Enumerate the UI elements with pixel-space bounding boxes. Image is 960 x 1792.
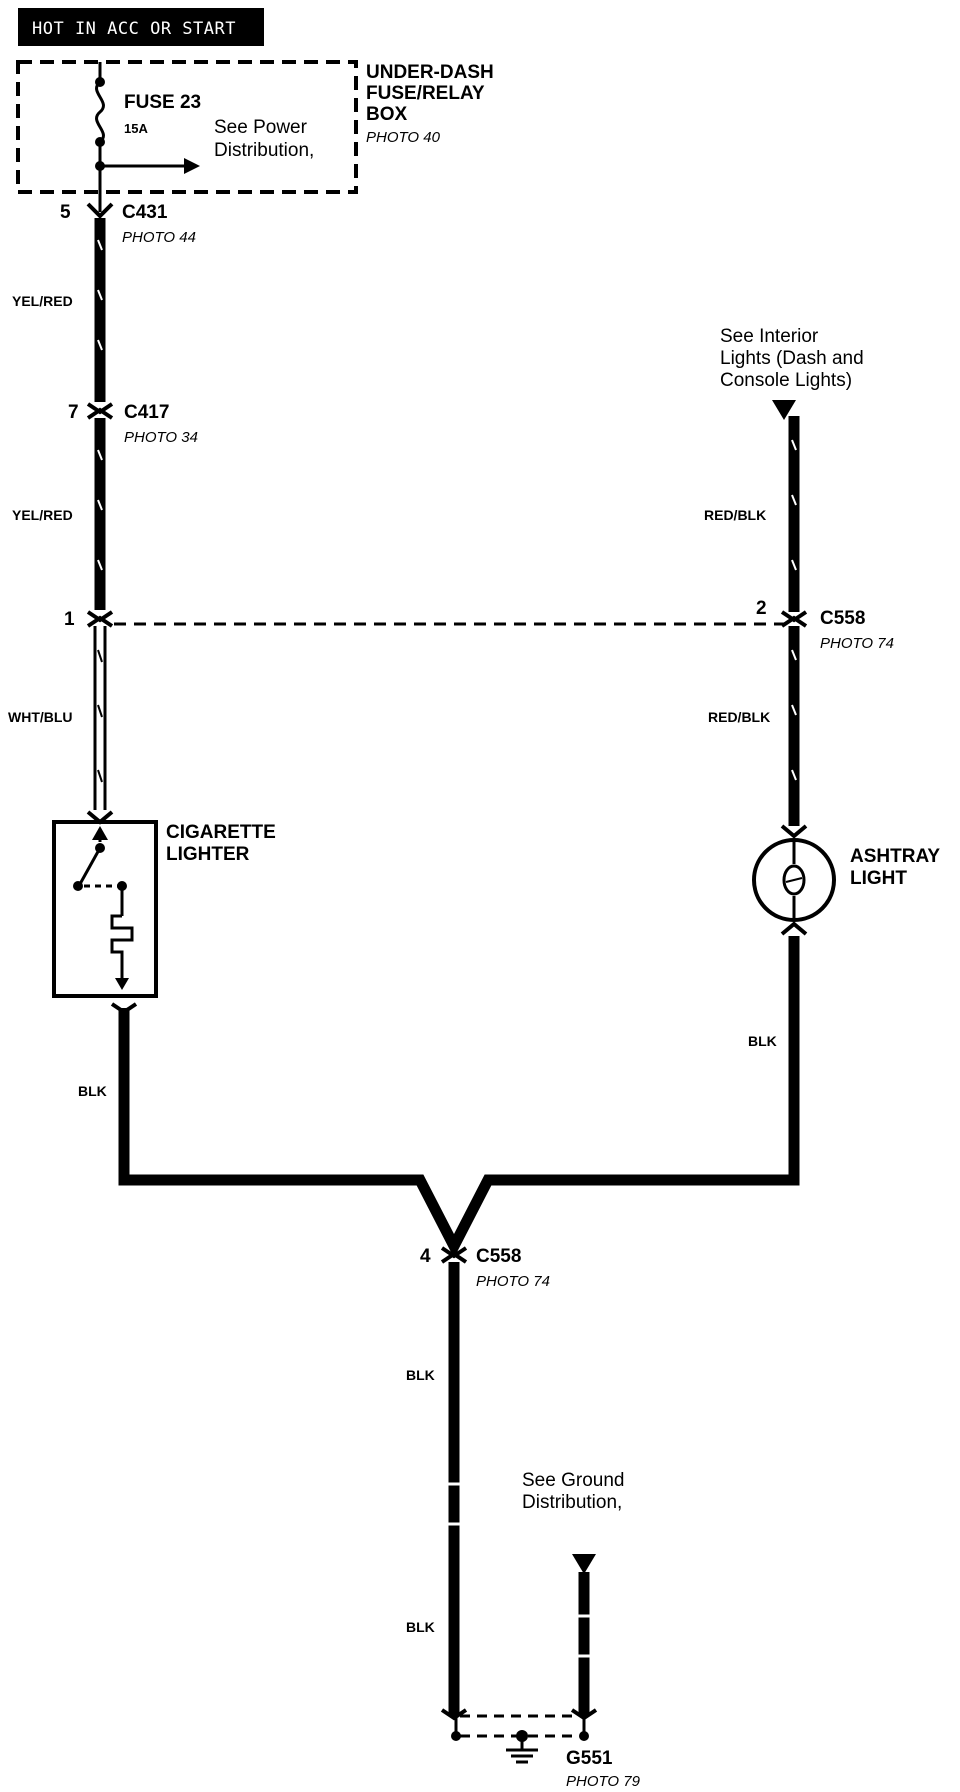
lighter-input-connector [86,810,114,825]
ground-symbol-icon [506,1736,538,1764]
lighter-label-2: LIGHTER [166,844,250,865]
c558-left-pin: 1 [64,609,75,630]
wire-label-yel-red-1: YEL/RED [12,293,73,309]
power-dist-ref-2: Distribution, [214,140,314,161]
fuse-box-title-1: UNDER-DASH [366,62,494,83]
wire-label-red-blk-2: RED/BLK [708,709,770,725]
g551-photo: PHOTO 79 [566,1773,641,1790]
lighter-label-1: CIGARETTE [166,822,276,843]
wire-red-blk-lower-ticks [791,649,797,781]
ground-ref-1: See Ground [522,1470,624,1491]
power-dist-ref-1: See Power [214,117,308,138]
interior-ref-1: See Interior [720,326,819,347]
ashtray-top-connector [780,824,808,839]
wire-label-blk-left: BLK [78,1083,107,1099]
fuse-box-title-3: BOX [366,104,408,125]
c417-photo: PHOTO 34 [124,429,198,446]
power-banner [18,8,264,46]
c558-bottom-pin: 4 [420,1246,431,1267]
c431-pin: 5 [60,202,71,223]
c417-pin: 7 [68,402,79,423]
wire-label-blk-bottom-2: BLK [406,1619,435,1635]
c558-right-name: C558 [820,608,865,629]
c558-bottom-name: C558 [476,1246,521,1267]
interior-ref-arrow [772,400,796,420]
fuse-relay-box [16,60,358,194]
c558-left-connector-bottom [86,615,114,628]
power-dist-arrow-head [184,158,200,174]
c558-right-photo: PHOTO 74 [820,635,894,652]
ground-ref-2: Distribution, [522,1492,622,1513]
wire-yel-red-upper-ticks [97,239,103,351]
wire-yel-red-lower-ticks [97,449,103,571]
wire-label-yel-red-2: YEL/RED [12,507,73,523]
fuse-box-title-2: FUSE/RELAY [366,83,485,104]
interior-ref-3: Console Lights) [720,370,852,391]
wire-blk-ground-merge [118,936,800,1259]
lighter-switch-dot-left [73,881,83,891]
lighter-heating-element [110,914,134,982]
ground-ref-arrow [572,1554,596,1574]
wire-red-blk-upper-ticks [791,439,797,571]
g551-name: G551 [566,1748,613,1769]
interior-ref-2: Lights (Dash and [720,348,864,369]
power-banner-text: HOT IN ACC OR START [32,19,236,39]
ashtray-filament-core [785,877,803,883]
wire-label-blk-bottom-1: BLK [406,1367,435,1383]
c558-right-pin: 2 [756,598,767,619]
fuse-symbol [95,80,105,144]
ashtray-bottom-connector [780,921,808,936]
c431-connector [86,202,114,219]
g551-left-connector [440,1708,468,1721]
wire-label-red-blk-1: RED/BLK [704,507,766,523]
c558-bottom-connector-bottom [440,1251,468,1264]
lighter-switch-blade [78,847,102,885]
c417-name: C417 [124,402,169,423]
wire-label-wht-blu: WHT/BLU [8,709,73,725]
ashtray-filament [782,864,806,896]
ashtray-label-2: LIGHT [850,868,907,889]
lighter-element-arrow [115,978,129,990]
c431-name: C431 [122,202,168,223]
wire-label-blk-right: BLK [748,1033,777,1049]
c558-right-connector-bottom [780,615,808,628]
ashtray-label-1: ASHTRAY [850,846,940,867]
c431-photo: PHOTO 44 [122,229,196,246]
c558-bottom-photo: PHOTO 74 [476,1273,550,1290]
fuse-name: FUSE 23 [124,92,201,113]
fuse-box-photo: PHOTO 40 [366,129,441,146]
cigarette-lighter [52,820,158,998]
c417-connector-bottom [86,407,114,420]
wire-wht-blu-ticks [97,649,103,783]
fuse-rating: 15A [124,121,148,136]
